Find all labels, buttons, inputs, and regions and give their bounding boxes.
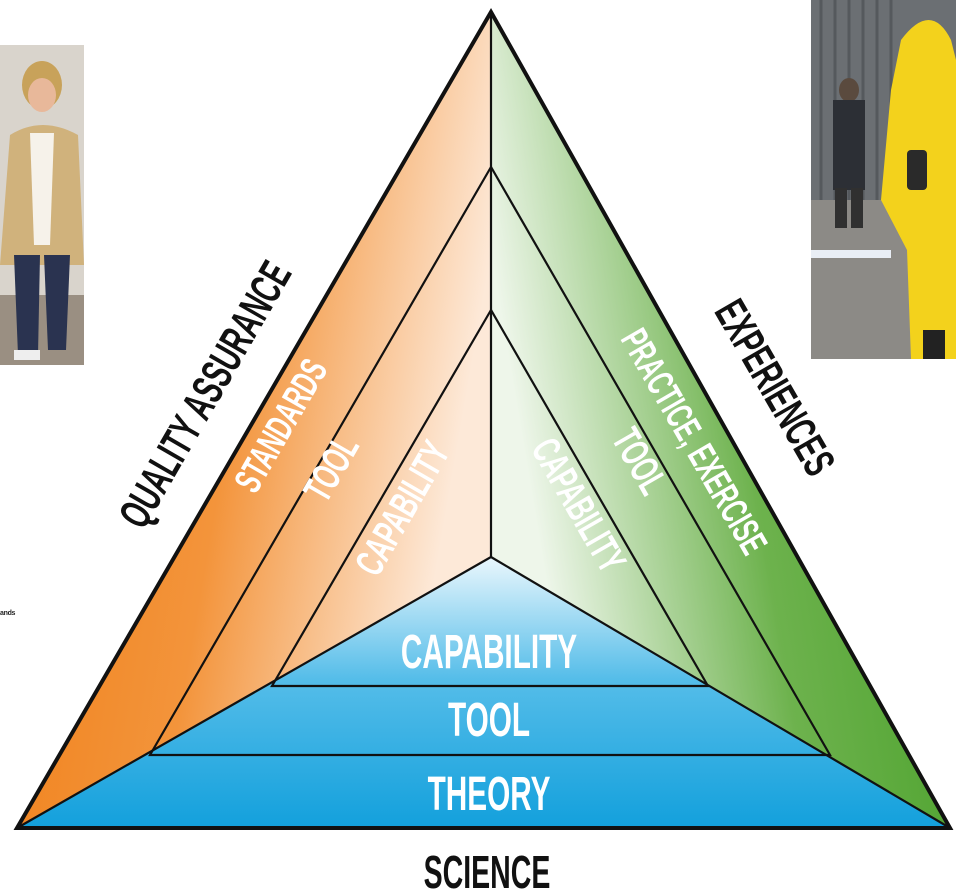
bottom-middle-label: TOOL [448,694,530,747]
person-photo [0,45,84,365]
outer-triangle [13,7,954,830]
bottom-side-label: SCIENCE [424,847,551,896]
bottom-outer-label: THEORY [428,768,551,821]
bottom-inner-label: CAPABILITY [401,626,577,679]
layer-lines [16,12,951,829]
hazmat-photo [811,0,956,359]
bottom-sector [17,557,950,828]
cropped-caption: ands [0,610,16,617]
